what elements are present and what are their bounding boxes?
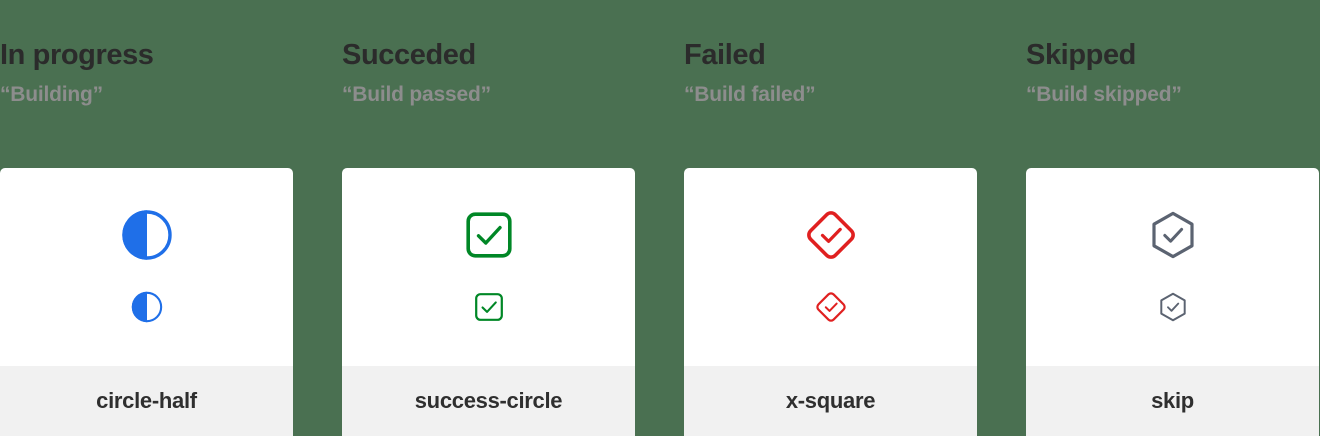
column-subtitle: “Build failed”: [684, 83, 816, 106]
column-title: Succeded: [342, 39, 476, 71]
skip-icon: [1151, 211, 1194, 259]
column-header: Skipped “Build skipped”: [1026, 0, 1319, 168]
icon-card-x-square[interactable]: x-square: [684, 168, 977, 436]
icon-card-skip[interactable]: skip: [1026, 168, 1319, 436]
column-header: Failed “Build failed”: [684, 0, 977, 168]
status-column-skipped: Skipped “Build skipped” skip: [1026, 0, 1319, 436]
icon-card-footer: x-square: [684, 366, 977, 436]
icon-card-circle-half[interactable]: circle-half: [0, 168, 293, 436]
skip-icon-small: [1159, 292, 1186, 322]
circle-half-icon-small: [131, 291, 162, 323]
column-subtitle: “Build passed”: [342, 83, 491, 106]
column-title: Skipped: [1026, 39, 1136, 71]
icon-card-body: [342, 168, 635, 366]
icon-name-label: skip: [1151, 388, 1194, 413]
x-square-icon: [806, 211, 855, 259]
status-column-failed: Failed “Build failed” x-squ: [684, 0, 977, 436]
column-header: Succeded “Build passed”: [342, 0, 635, 168]
icon-name-label: x-square: [785, 388, 876, 413]
icon-card-footer: circle-half: [0, 366, 293, 436]
success-circle-icon: [465, 212, 512, 258]
x-square-icon-small: [815, 292, 846, 322]
column-header: In progress “Building”: [0, 0, 293, 168]
status-column-in-progress: In progress “Building” circle-half: [0, 0, 293, 436]
status-column-succeded: Succeded “Build passed” success-circle: [342, 0, 635, 436]
column-title: Failed: [684, 39, 766, 71]
icon-card-footer: skip: [1026, 366, 1319, 436]
circle-half-icon: [121, 210, 172, 260]
icon-card-footer: success-circle: [342, 366, 635, 436]
column-title: In progress: [0, 39, 154, 71]
icon-card-success-circle[interactable]: success-circle: [342, 168, 635, 436]
icon-name-label: success-circle: [414, 388, 563, 413]
icon-card-body: [1026, 168, 1319, 366]
success-circle-icon-small: [474, 293, 503, 321]
column-subtitle: “Build skipped”: [1026, 83, 1182, 106]
icon-card-body: [0, 168, 293, 366]
icon-name-label: circle-half: [96, 388, 197, 413]
icon-card-body: [684, 168, 977, 366]
column-subtitle: “Building”: [0, 83, 103, 106]
